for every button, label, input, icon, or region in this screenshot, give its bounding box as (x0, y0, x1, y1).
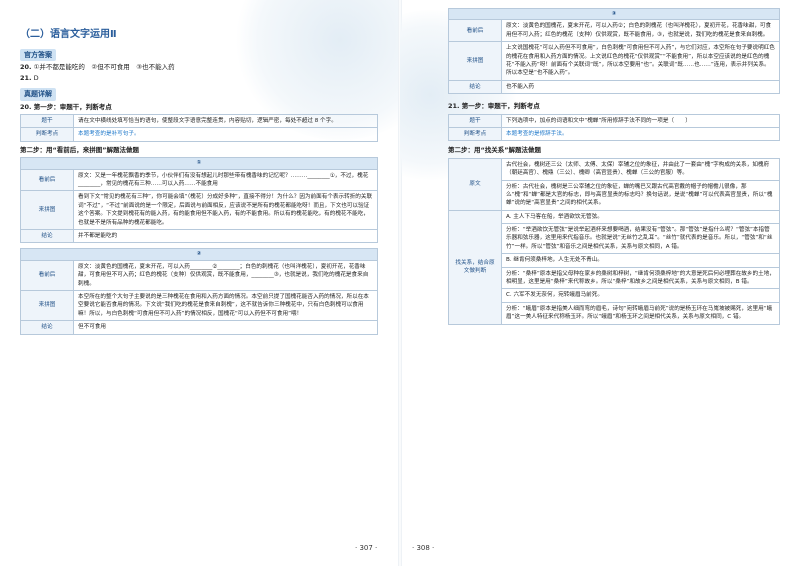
left-page: （二）语言文字运用Ⅱ 官方答案 20. ①并不都是能吃的 ②但不可食用 ③也不能… (20, 0, 400, 552)
page-number: 308 (416, 544, 430, 552)
book-gutter (398, 0, 402, 566)
row-text: 原文：淡黄色的国槐花，夏末开花，可以入药________②________；白色… (73, 259, 378, 291)
row-label: 判断考点 (448, 126, 502, 142)
right-page-content: ③ 看前后 原文：淡黄色的国槐花，夏末开花，可以入药②；白色的刺槐花（也叫洋槐花… (448, 7, 780, 325)
row-text: 看到下文“常见的槐花有三种”，你可能会填“（槐花）分成好多种”，直接不得分！为什… (73, 190, 378, 230)
table-row: C. 六军不发无奈何，宛转蛾眉马前死。 (449, 288, 780, 303)
row-text: 请在文中横线处填写恰当的语句，使整段文字语意完整连贯，内容贴切，逻辑严密，每处不… (73, 114, 378, 129)
table-row: 来拼图 上文说国槐花“可以入药但不可食用”，白色刺槐“可食用但不可入药”，与它们… (448, 41, 780, 81)
option-text: C. 六军不发无奈何，宛转蛾眉马前死。 (501, 288, 780, 303)
row-text: 本空所在的整个大句子主要说的是三种槐花在食用和入药方面的情况。本空前只提了国槐花… (73, 289, 378, 322)
option-text: A. 主人下马客在船，举酒欲饮无管弦。 (501, 209, 780, 225)
table-row: 看前后 原文：淡黄色的国槐花，夏末开花，可以入药②；白色的刺槐花（也叫洋槐花），… (448, 19, 780, 43)
table-row: 判断考点 本题考查的是修辞手法。 (448, 126, 780, 142)
answer-num: 21. (20, 74, 32, 83)
q21-analysis-table: 原文 古代社会，槐树还三公（太师、太傅、太保）宰辅之位的象征，并由此了一套由“槐… (448, 157, 780, 325)
blank1-table: ① 看前后 原文：又是一年槐花飘香的季节，小伙伴们有没有想起儿时那些带有槐香味的… (20, 157, 378, 244)
row-text: 也不能入药 (501, 79, 780, 95)
table-row: 分析：“蛾眉”原本是指美人细而弯的眉毛，诗句“宛转蛾眉马前死”说的是杨玉环在马嵬… (449, 301, 780, 325)
row-text: 分析：古代社会，槐树是三公宰辅之位的象征，蝉的嘴巴又跟古代高官戴的帽子的帽檐儿很… (501, 179, 780, 211)
row-label: 来拼图 (20, 289, 74, 322)
row-label: 结论 (448, 79, 502, 95)
row-text: 上文说国槐花“可以入药但不可食用”，白色刺槐“可食用但不可入药”，与它们对应，本… (501, 41, 780, 81)
page-number-left: · 307 · (355, 544, 378, 552)
answer-20: 20. ①并不都是能吃的 ②但不可食用 ③也不能入药 (20, 63, 378, 72)
q21-step2-heading: 第二步：用“找关系”解题法做题 (448, 146, 542, 155)
q21-step1-heading: 21. 第一步：审题干，判断考点 (448, 102, 540, 111)
official-answer-tag: 官方答案 (20, 48, 56, 61)
answer-21: 21. D (20, 74, 378, 83)
right-page: ③ 看前后 原文：淡黄色的国槐花，夏末开花，可以入药②；白色的刺槐花（也叫洋槐花… (400, 0, 800, 566)
row-label: 结论 (20, 228, 74, 244)
analysis-text: 分析：“举酒欲饮无管弦”是说举起酒杯来想要喝酒，结果没有“管弦”。那“管弦”是指… (501, 223, 780, 255)
answer-text: D (33, 74, 39, 83)
page-number-right: · 308 · (412, 544, 435, 552)
row-label: 看前后 (20, 168, 74, 192)
page-number: 307 (359, 544, 373, 552)
table-row: 题干 请在文中横线处填写恰当的语句，使整段文字语意完整连贯，内容贴切，逻辑严密，… (20, 114, 378, 129)
row-text: 本题考查的是补写句子。 (73, 127, 378, 142)
q21-question-table: 题干 下列选项中，加点的词语和文中“槐蝉”所用修辞手法不同的一项是（ ） 判断考… (448, 113, 780, 142)
table-row: 判断考点 本题考查的是补写句子。 (20, 127, 378, 142)
row-label: 看前后 (20, 259, 74, 291)
table-row: 来拼图 本空所在的整个大句子主要说的是三种槐花在食用和入药方面的情况。本空前只提… (20, 289, 378, 322)
row-text: 下列选项中，加点的词语和文中“槐蝉”所用修辞手法不同的一项是（ ） (501, 113, 780, 128)
section-title: （二）语言文字运用Ⅱ (20, 29, 117, 40)
table-row: 结论 也不能入药 (448, 79, 780, 95)
table-row: 找关系，结合原文做判断 A. 主人下马客在船，举酒欲饮无管弦。 (448, 209, 780, 325)
analysis-text: 分析：“蛾眉”原本是指美人细而弯的眉毛，诗句“宛转蛾眉马前死”说的是杨玉环在马嵬… (501, 301, 780, 325)
table-row: 结论 但不可食用 (20, 320, 378, 335)
blank2-table: ② 看前后 原文：淡黄色的国槐花，夏末开花，可以入药________②_____… (20, 248, 378, 335)
block-head: ③ (448, 7, 780, 21)
table-row: 分析：古代社会，槐树是三公宰辅之位的象征，蝉的嘴巴又跟古代高官戴的帽子的帽檐儿很… (449, 179, 780, 211)
table-row: 来拼图 看到下文“常见的槐花有三种”，你可能会填“（槐花）分成好多种”，直接不得… (20, 190, 378, 230)
table-row: 看前后 原文：淡黄色的国槐花，夏末开花，可以入药________②_______… (20, 259, 378, 291)
block-head: ② (20, 248, 378, 261)
row-label: 原文 (448, 157, 502, 211)
row-text: 古代社会，槐树还三公（太师、太傅、太保）宰辅之位的象征，并由此了一套由“槐”字构… (501, 157, 780, 181)
row-label: 题干 (20, 114, 74, 129)
table-row: 结论 并不都是能吃的 (20, 228, 378, 244)
answer-num: 20. (20, 62, 32, 71)
q20-question-table: 题干 请在文中横线处填写恰当的语句，使整段文字语意完整连贯，内容贴切，逻辑严密，… (20, 114, 378, 142)
row-label: 找关系，结合原文做判断 (448, 209, 502, 325)
analysis-text: 分析：“桑梓”原本是指父母种在家乡的桑树和梓树，“继肯何须桑梓地”的大意是死后何… (501, 266, 780, 290)
row-text: 但不可食用 (73, 320, 378, 335)
row-text: 并不都是能吃的 (73, 228, 378, 244)
option-text: B. 继肯何须桑梓地，人生无处不青山。 (501, 253, 780, 268)
block-head: ① (20, 157, 378, 170)
table-row: 题干 下列选项中，加点的词语和文中“槐蝉”所用修辞手法不同的一项是（ ） (448, 113, 780, 128)
row-text: 原文：又是一年槐花飘香的季节，小伙伴们有没有想起儿时那些带有槐香味的记忆呢？……… (73, 168, 378, 192)
table-row: B. 继肯何须桑梓地，人生无处不青山。 (449, 253, 780, 268)
detail-tag: 真题详解 (20, 88, 56, 101)
table-row: 看前后 原文：又是一年槐花飘香的季节，小伙伴们有没有想起儿时那些带有槐香味的记忆… (20, 168, 378, 192)
table-row: 原文 古代社会，槐树还三公（太师、太傅、太保）宰辅之位的象征，并由此了一套由“槐… (448, 157, 780, 211)
row-label: 题干 (448, 113, 502, 128)
answer-text: ①并不都是能吃的 ②但不可食用 ③也不能入药 (33, 62, 175, 71)
row-label: 结论 (20, 320, 74, 335)
q20-step2-heading: 第二步：用“看前后，来拼图”解题法做题 (20, 145, 140, 154)
q20-step1-heading: 20. 第一步：审题干，判断考点 (20, 102, 112, 111)
row-text: 原文：淡黄色的国槐花，夏末开花，可以入药②；白色的刺槐花（也叫洋槐花），夏初开花… (501, 19, 780, 43)
left-page-content: （二）语言文字运用Ⅱ 官方答案 20. ①并不都是能吃的 ②但不可食用 ③也不能… (20, 28, 378, 335)
row-label: 判断考点 (20, 127, 74, 142)
row-label: 来拼图 (20, 190, 74, 230)
row-label: 看前后 (448, 19, 502, 43)
row-text: 本题考查的是修辞手法。 (501, 126, 780, 142)
row-label: 来拼图 (448, 41, 502, 81)
blank3-table: ③ 看前后 原文：淡黄色的国槐花，夏末开花，可以入药②；白色的刺槐花（也叫洋槐花… (448, 7, 780, 95)
